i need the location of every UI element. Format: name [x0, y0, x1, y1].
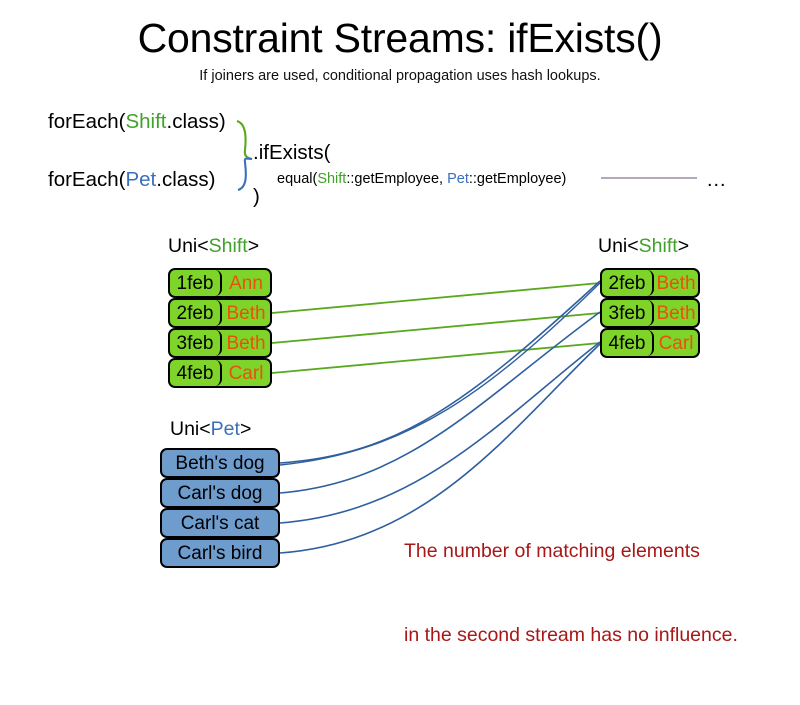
shift-right-name-0: Beth — [656, 272, 696, 294]
stream-label-pet: Uni<Pet> — [170, 417, 251, 441]
code-foreach-shift-prefix: forEach( — [48, 110, 126, 133]
code-foreach-pet: forEach(Pet.class) — [48, 168, 216, 192]
shift-left-name-3: Carl — [228, 362, 264, 384]
shift-left-date-3: 4feb — [170, 360, 222, 386]
shift-left-name-1: Beth — [226, 302, 266, 324]
label-shift-right-type: Shift — [638, 235, 678, 257]
link-shift-2feb — [271, 282, 601, 314]
list-item[interactable]: Carl's cat — [160, 508, 280, 538]
link-pet-extra-upper — [279, 282, 601, 466]
code-foreach-shift-type: Shift — [125, 110, 167, 133]
code-equal-pet-method: ::getEmployee) — [468, 171, 567, 187]
list-item[interactable]: Beth's dog — [160, 448, 280, 478]
table-row[interactable]: 1feb Ann — [168, 268, 272, 298]
link-shift-4feb — [271, 342, 601, 374]
link-shift-3feb — [271, 312, 601, 344]
code-equal-shift-method: ::getEmployee, — [346, 171, 448, 187]
code-ifexists: .ifExists( — [253, 141, 331, 164]
shift-right-name-1: Beth — [656, 302, 696, 324]
code-foreach-shift-suffix: .class) — [166, 110, 226, 133]
list-item[interactable]: Carl's dog — [160, 478, 280, 508]
pet-name-3: Carl's bird — [177, 542, 263, 564]
shift-right-date-0: 2feb — [602, 270, 654, 296]
brace-pet-connector — [237, 157, 253, 192]
pet-name-0: Beth's dog — [175, 452, 265, 474]
annotation-note: The number of matching elements in the s… — [404, 481, 738, 705]
stream-label-shift-left: Uni<Shift> — [168, 234, 259, 258]
shift-left-date-1: 2feb — [170, 300, 222, 326]
shift-right-date-1: 3feb — [602, 300, 654, 326]
label-pet-suffix: > — [239, 418, 252, 440]
label-shift-left-type: Shift — [208, 235, 248, 257]
pet-name-2: Carl's cat — [180, 512, 260, 534]
label-shift-left-prefix: Uni< — [168, 235, 209, 257]
link-pet-beths-dog — [279, 280, 601, 464]
shift-right-date-2: 4feb — [602, 330, 654, 356]
shift-right-name-2: Carl — [658, 332, 694, 354]
annotation-line-2: in the second stream has no influence. — [404, 624, 738, 646]
label-shift-right-suffix: > — [677, 235, 690, 257]
code-ellipsis: … — [706, 168, 727, 191]
table-row[interactable]: 2feb Beth — [600, 268, 700, 298]
page-title: Constraint Streams: ifExists() — [137, 15, 663, 61]
shift-left-date-0: 1feb — [170, 270, 222, 296]
page-subtitle: If joiners are used, conditional propaga… — [199, 68, 601, 84]
brace-shift-connector — [236, 119, 253, 161]
stream-label-shift-right: Uni<Shift> — [598, 234, 689, 258]
table-row[interactable]: 2feb Beth — [168, 298, 272, 328]
code-equal-pet-type: Pet — [447, 171, 469, 187]
code-close-paren: ) — [253, 185, 260, 208]
label-shift-left-suffix: > — [247, 235, 260, 257]
annotation-line-1: The number of matching elements — [404, 540, 700, 562]
link-pet-carls-dog — [279, 311, 601, 494]
list-item[interactable]: Carl's bird — [160, 538, 280, 568]
pet-name-1: Carl's dog — [177, 482, 263, 504]
shift-left-name-0: Ann — [229, 272, 263, 294]
table-row[interactable]: 3feb Beth — [168, 328, 272, 358]
code-foreach-pet-prefix: forEach( — [48, 168, 126, 191]
code-foreach-pet-type: Pet — [125, 168, 157, 191]
code-equal-joiner: equal(Shift::getEmployee, Pet::getEmploy… — [277, 170, 566, 188]
label-shift-right-prefix: Uni< — [598, 235, 639, 257]
shift-left-name-2: Beth — [226, 332, 266, 354]
code-equal-shift-type: Shift — [317, 171, 347, 187]
shift-left-date-2: 3feb — [170, 330, 222, 356]
label-pet-prefix: Uni< — [170, 418, 211, 440]
table-row[interactable]: 4feb Carl — [168, 358, 272, 388]
table-row[interactable]: 4feb Carl — [600, 328, 700, 358]
code-foreach-shift: forEach(Shift.class) — [48, 110, 226, 134]
code-equal-prefix: equal( — [277, 171, 318, 187]
label-pet-type: Pet — [210, 418, 240, 440]
table-row[interactable]: 3feb Beth — [600, 298, 700, 328]
slide-canvas: Constraint Streams: ifExists() If joiner… — [48, 15, 738, 646]
code-foreach-pet-suffix: .class) — [156, 168, 216, 191]
